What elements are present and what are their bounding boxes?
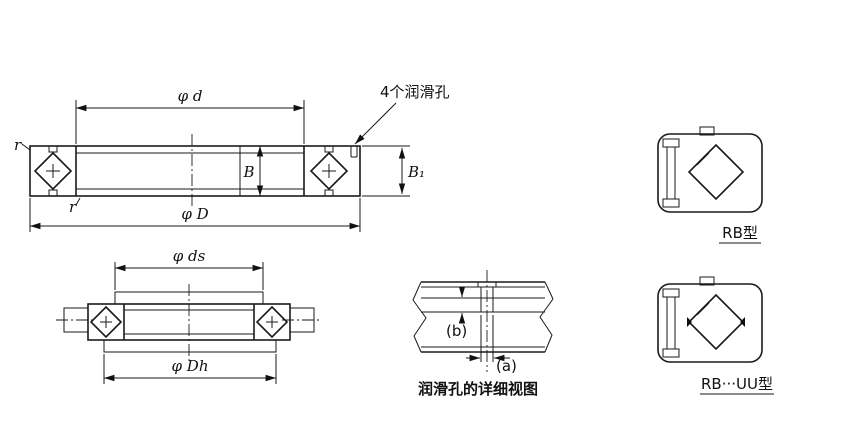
rb-section-caption: RB型 — [719, 224, 761, 244]
mounting-roller-center-marks — [100, 316, 278, 328]
dim-b-label: (b) — [446, 322, 467, 340]
detail-right-break-line — [539, 281, 554, 353]
bearing-outline — [29, 145, 361, 197]
rb-grease-plug — [699, 126, 715, 136]
r-top-left-leader — [21, 143, 31, 151]
detail-strip-edges — [421, 281, 545, 353]
rbuu-bolt-hole-top-cap — [662, 288, 680, 298]
dim-B1-label: B₁ — [407, 163, 425, 181]
mounting-view — [56, 284, 322, 362]
radius-labels: r r — [14, 136, 81, 216]
main-cross-section-view — [29, 134, 361, 208]
rb-bolt-hole-bottom-cap — [662, 198, 680, 208]
detail-left-break-line — [412, 281, 427, 353]
rb-bolt-hole-channel — [666, 147, 676, 199]
lube-holes-label: 4个润滑孔 — [380, 83, 450, 101]
roller-block-separators — [75, 146, 305, 196]
ring-split-lines — [76, 152, 304, 190]
rbuu-section-view — [657, 276, 763, 363]
rbuu-seal-marks — [687, 317, 745, 327]
r-label-top-left: r — [14, 136, 22, 154]
rb-section-view — [657, 126, 763, 213]
roller-center-marks — [46, 164, 336, 178]
dim-phi-D: φ D — [29, 198, 361, 232]
detail-inner-lines — [421, 286, 545, 348]
rbuu-label: RB···UU型 — [701, 375, 773, 393]
rb-label: RB型 — [722, 224, 758, 242]
mounting-right-roller-diamond — [255, 305, 289, 339]
lube-hole-section — [350, 146, 358, 158]
rbuu-grease-plug — [699, 276, 715, 286]
dim-a-label: (a) — [496, 357, 517, 375]
raceway-notches — [48, 146, 334, 196]
dim-B: B — [239, 146, 264, 196]
dim-phi-ds: φ ds — [114, 247, 264, 290]
dim-B1-extension-lines — [362, 145, 410, 197]
dim-B-label: B — [242, 163, 254, 181]
rbuu-bolt-hole-bottom-cap — [662, 348, 680, 358]
rb-roller-diamond — [687, 143, 745, 201]
rbuu-section-caption: RB···UU型 — [700, 375, 774, 395]
dim-phi-d: φ d — [75, 87, 305, 144]
lube-holes-callout: 4个润滑孔 — [354, 83, 450, 145]
lower-clamp-plate — [103, 339, 277, 353]
detail-view-caption: 润滑孔的详细视图 — [418, 380, 538, 398]
dim-b: (b) — [446, 286, 467, 340]
rbuu-roller-diamond — [687, 293, 745, 351]
rbuu-section-body — [657, 283, 763, 363]
r-bottom-left-leader — [75, 197, 81, 206]
rb-section-body — [657, 133, 763, 213]
rbuu-bolt-hole-channel — [666, 297, 676, 349]
lube-hole-detail-view — [412, 270, 554, 372]
left-roller-diamond — [33, 151, 73, 191]
dim-a: (a) — [466, 315, 517, 375]
mounting-left-roller-diamond — [89, 305, 123, 339]
dim-phi-Dh-label: φ Dh — [172, 357, 209, 375]
dim-B1: B₁ — [362, 145, 425, 197]
r-label-bottom-left: r — [69, 198, 77, 216]
rb-bolt-hole-top-cap — [662, 138, 680, 148]
detail-hole-bore — [477, 282, 497, 312]
rbuu-roller-chamfer-line — [696, 302, 710, 316]
dim-phi-d-extension-lines — [75, 100, 305, 144]
dim-phi-D-label: φ D — [181, 205, 208, 223]
dim-phi-d-label: φ d — [178, 87, 203, 105]
dim-a-extension-lines — [480, 315, 494, 362]
dim-phi-ds-label: φ ds — [173, 247, 206, 265]
lube-holes-leader-arrow — [354, 102, 397, 145]
rb-roller-chamfer-line — [696, 152, 710, 166]
right-roller-diamond — [309, 151, 349, 191]
dim-phi-Dh: φ Dh — [103, 354, 277, 384]
